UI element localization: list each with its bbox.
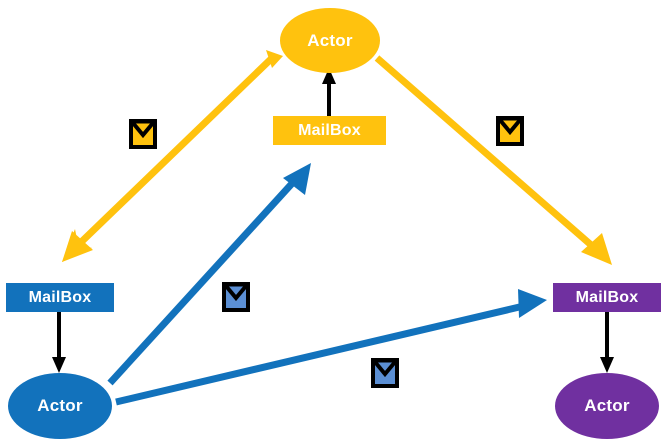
edge-blue-actor-to-yellow-mailbox xyxy=(107,163,311,386)
node-label: Actor xyxy=(37,396,83,415)
edge-yellow-mailbox-to-actor xyxy=(322,68,336,116)
edge-blue-mailbox-to-actor xyxy=(52,312,66,373)
envelope-icon xyxy=(222,282,250,312)
node-label: MailBox xyxy=(28,288,92,306)
node-mailbox-yellow[interactable]: MailBox xyxy=(273,116,386,145)
edge-blue-actor-to-purple-mailbox xyxy=(115,289,547,406)
node-actor-blue[interactable]: Actor xyxy=(8,373,112,439)
envelope-icon xyxy=(371,358,399,388)
node-label: Actor xyxy=(307,30,353,50)
node-label: MailBox xyxy=(298,121,361,139)
node-label: MailBox xyxy=(575,288,639,306)
node-actor-yellow[interactable]: Actor xyxy=(280,8,380,73)
node-actor-purple[interactable]: Actor xyxy=(555,373,659,439)
node-label: Actor xyxy=(584,396,630,415)
node-mailbox-purple[interactable]: MailBox xyxy=(553,283,661,312)
edge-purple-mailbox-to-actor xyxy=(600,312,614,373)
node-mailbox-blue[interactable]: MailBox xyxy=(6,283,114,312)
edge-yellow-actor-to-blue-mailbox xyxy=(62,50,283,262)
edge-yellow-actor-to-purple-mailbox xyxy=(374,55,612,265)
envelope-icon xyxy=(496,116,524,146)
envelope-icon xyxy=(129,119,157,149)
